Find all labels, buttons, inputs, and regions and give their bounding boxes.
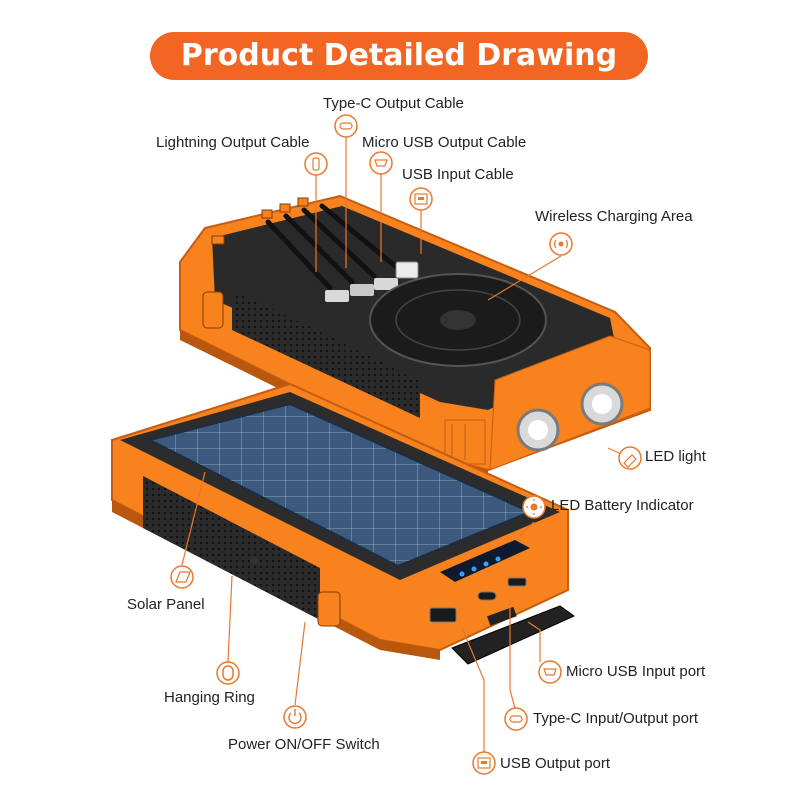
callout-leaders [181,137,631,752]
wireless-icon [549,232,573,256]
label-usb-input-cable: USB Input Cable [402,166,514,183]
callout-icons [170,114,642,775]
power-bank-solar-view [111,382,575,665]
battery-led-icon [522,495,546,519]
label-micro-usb-input-port: Micro USB Input port [566,663,706,680]
micro-usb-icon [538,660,562,684]
label-lightning-output-cable: Lightning Output Cable [156,134,310,151]
label-usb-output-port: USB Output port [500,755,611,772]
hanging-ring-icon [216,661,240,685]
label-wireless-charging-area: Wireless Charging Area [535,208,693,225]
flashlight-icon [618,446,642,470]
solar-icon [170,565,194,589]
usb-icon [472,751,496,775]
label-typec-output-cable: Type-C Output Cable [323,95,464,112]
label-typec-input-output-port: Type-C Input/Output port [533,710,699,727]
label-hanging-ring: Hanging Ring [164,689,255,706]
label-led-battery-indicator: LED Battery Indicator [551,497,694,514]
label-power-switch: Power ON/OFF Switch [228,736,380,753]
label-micro-usb-output-cable: Micro USB Output Cable [362,134,527,151]
power-icon [283,705,307,729]
lightning-icon [304,152,328,176]
label-led-light: LED light [645,448,706,465]
typec-icon [504,707,528,731]
page-title: Product Detailed Drawing [150,32,648,80]
usb-icon [409,187,433,211]
typec-icon [334,114,358,138]
micro-usb-icon [369,151,393,175]
label-solar-panel: Solar Panel [127,596,205,613]
